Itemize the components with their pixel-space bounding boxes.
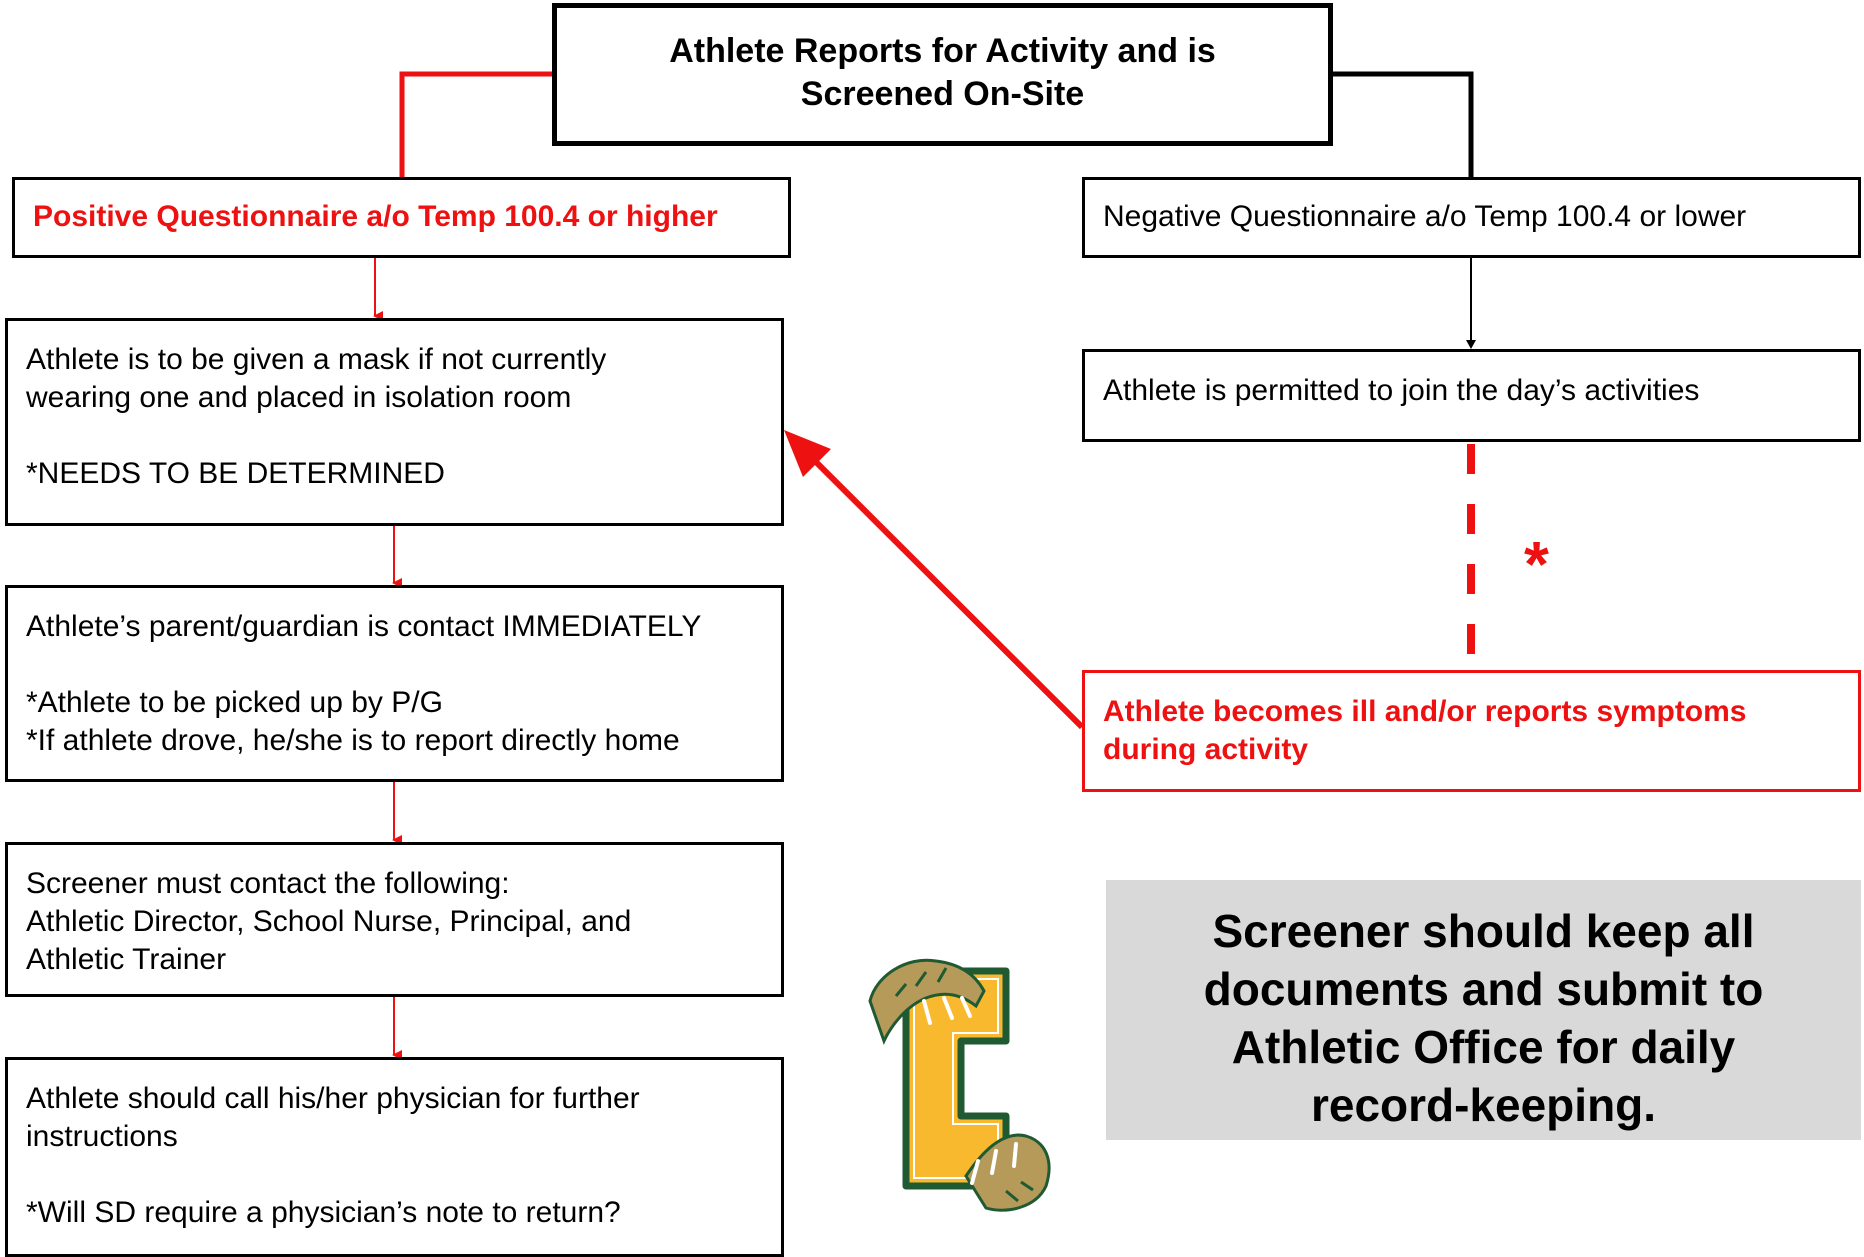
screener-box-line-2: Athletic Director, School Nurse, Princip… bbox=[26, 905, 632, 938]
note-line-2: documents and submit to bbox=[1203, 963, 1764, 1015]
positive-box: Positive Questionnaire a/o Temp 100.4 or… bbox=[12, 177, 791, 258]
record-keeping-note: Screener should keep all documents and s… bbox=[1106, 880, 1861, 1140]
arrow-ill-to-mask-head bbox=[784, 430, 831, 477]
connector-top-to-positive bbox=[399, 71, 552, 177]
start-box-line-1: Athlete Reports for Activity and is bbox=[669, 32, 1216, 70]
note-line-3: Athletic Office for daily bbox=[1231, 1021, 1736, 1073]
physician-box-line-2: instructions bbox=[26, 1120, 178, 1153]
ill-box-line-2: during activity bbox=[1103, 733, 1309, 766]
negative-box-text: Negative Questionnaire a/o Temp 100.4 or… bbox=[1103, 200, 1747, 233]
physician-box-line-1: Athlete should call his/her physician fo… bbox=[26, 1082, 640, 1115]
physician-box-note: *Will SD require a physician’s note to r… bbox=[26, 1196, 621, 1229]
start-box: Athlete Reports for Activity and is Scre… bbox=[552, 3, 1333, 146]
mask-box-note: *NEEDS TO BE DETERMINED bbox=[26, 457, 445, 490]
arrow-negative-to-permitted-head bbox=[1466, 340, 1476, 349]
parent-box-note-1: *Athlete to be picked up by P/G bbox=[26, 686, 443, 719]
negative-box: Negative Questionnaire a/o Temp 100.4 or… bbox=[1082, 177, 1861, 258]
permitted-box-text: Athlete is permitted to join the day’s a… bbox=[1103, 374, 1700, 407]
screener-box-line-3: Athletic Trainer bbox=[26, 943, 227, 976]
note-line-4: record-keeping. bbox=[1310, 1079, 1657, 1131]
ill-during-activity-box: Athlete becomes ill and/or reports sympt… bbox=[1082, 670, 1861, 792]
c-claw-logo-icon bbox=[868, 958, 1051, 1212]
parent-box-line-1: Athlete’s parent/guardian is contact IMM… bbox=[26, 610, 702, 643]
mask-box-line-1: Athlete is to be given a mask if not cur… bbox=[26, 343, 607, 376]
note-line-1: Screener should keep all bbox=[1212, 905, 1755, 957]
connector-top-to-negative bbox=[1333, 71, 1474, 177]
permitted-box: Athlete is permitted to join the day’s a… bbox=[1082, 349, 1861, 442]
asterisk-marker: * bbox=[1524, 528, 1549, 600]
parent-box-note-2: *If athlete drove, he/she is to report d… bbox=[26, 724, 680, 757]
physician-call-box: Athlete should call his/her physician fo… bbox=[5, 1057, 784, 1257]
positive-box-text: Positive Questionnaire a/o Temp 100.4 or… bbox=[33, 200, 718, 233]
parent-contact-box: Athlete’s parent/guardian is contact IMM… bbox=[5, 585, 784, 782]
screener-contact-box: Screener must contact the following: Ath… bbox=[5, 842, 784, 997]
screener-box-line-1: Screener must contact the following: bbox=[26, 867, 510, 900]
arrow-ill-to-mask bbox=[807, 453, 1085, 730]
ill-box-line-1: Athlete becomes ill and/or reports sympt… bbox=[1103, 695, 1747, 728]
mask-box-line-2: wearing one and placed in isolation room bbox=[26, 381, 572, 414]
start-box-line-2: Screened On-Site bbox=[800, 75, 1085, 113]
mask-isolation-box: Athlete is to be given a mask if not cur… bbox=[5, 318, 784, 526]
